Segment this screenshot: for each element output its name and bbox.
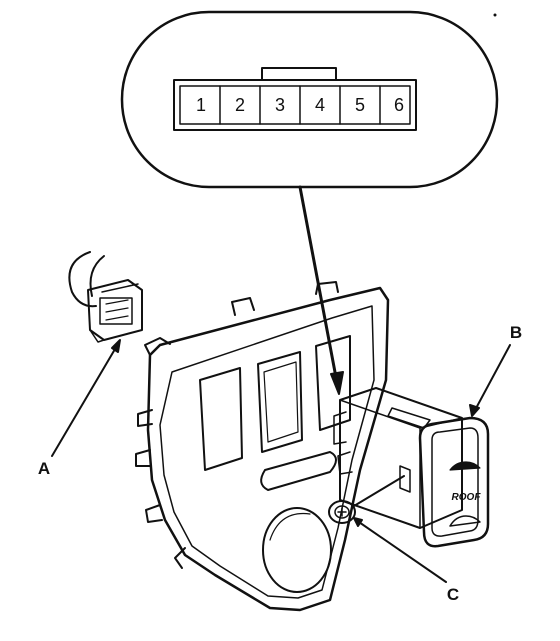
roof-close-icon <box>449 461 481 471</box>
corner-speck <box>493 13 497 17</box>
detail-pointer-arrow <box>298 185 344 395</box>
pin-label-6: 6 <box>394 95 404 115</box>
callout-leader-a <box>51 339 121 457</box>
callout-label-a: A <box>38 459 50 478</box>
callout-leader-b <box>469 344 511 417</box>
callout-label-b: B <box>510 323 522 342</box>
pin-label-1: 1 <box>196 95 206 115</box>
pin-label-3: 3 <box>275 95 285 115</box>
pin-label-5: 5 <box>355 95 365 115</box>
callout-leader-c <box>353 517 447 583</box>
mounting-screw-c <box>328 475 405 524</box>
connector-detail-bubble <box>120 10 499 189</box>
roof-switch-b: ROOF <box>333 387 490 548</box>
connector-pin-labels: 1 2 3 4 5 6 <box>196 95 404 115</box>
harness-connector-a <box>68 251 143 343</box>
pin-label-2: 2 <box>235 95 245 115</box>
roof-switch-label: ROOF <box>452 492 482 503</box>
callout-label-c: C <box>447 585 459 604</box>
roof-open-icon <box>449 515 481 527</box>
center-console-panel <box>135 281 390 612</box>
connector-face <box>173 67 417 131</box>
pin-label-4: 4 <box>315 95 325 115</box>
